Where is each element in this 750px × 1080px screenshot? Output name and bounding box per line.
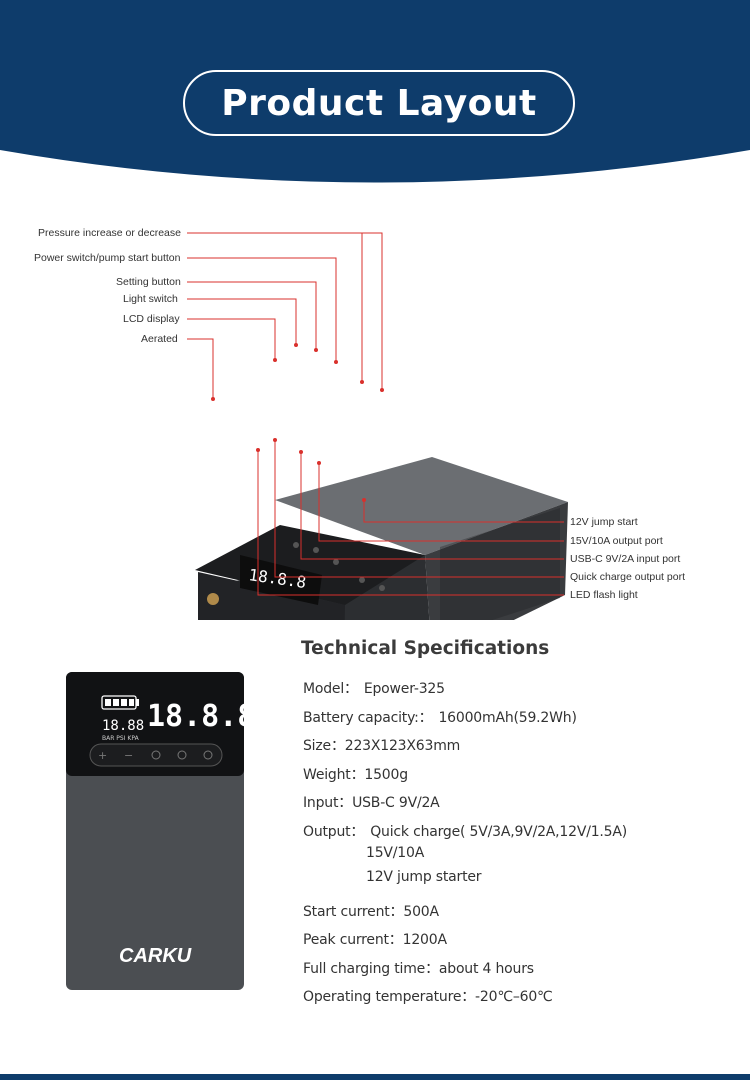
banner-background — [0, 0, 750, 183]
callout-usbc-input: USB-C 9V/2A input port — [570, 553, 681, 565]
callout-setting-button: Setting button — [116, 276, 181, 288]
spec-weight: Weight：1500g — [303, 767, 408, 783]
spec-battery: Battery capacity:：16000mAh(59.2Wh) — [303, 710, 577, 726]
brand-logo: CARKU — [119, 945, 192, 967]
product-diagram: 18.8.8 — [187, 232, 568, 620]
display-small-digits: 18.88 — [102, 718, 144, 734]
callout-12v-jump: 12V jump start — [570, 516, 638, 528]
callout-light-switch: Light switch — [123, 293, 178, 305]
spec-output-line2: 15V/10A — [366, 845, 425, 861]
display-units: BAR PSI KPA — [102, 735, 140, 742]
spec-output-line3: 12V jump starter — [366, 869, 482, 885]
callout-pressure: Pressure increase or decrease — [38, 227, 181, 239]
spec-peak-current: Peak current：1200A — [303, 932, 447, 948]
spec-model: Model：Epower-325 — [303, 681, 445, 697]
callout-aerated: Aerated — [141, 333, 178, 345]
display-main-digits: 18.8.8 — [147, 699, 248, 734]
callout-led-flash: LED flash light — [570, 589, 638, 601]
spec-charging-time: Full charging time：about 4 hours — [303, 961, 534, 977]
callout-lines — [187, 232, 564, 596]
bottom-bar — [0, 1074, 750, 1080]
callout-dots — [211, 343, 384, 502]
callout-quick-charge: Quick charge output port — [570, 571, 685, 583]
spec-title: Technical Specifications — [301, 638, 550, 659]
spec-start-current: Start current：500A — [303, 904, 439, 920]
device-front-view: 18.88 18.8.8 BAR PSI KPA + − CARKU — [66, 672, 248, 990]
header-banner: Product Layout — [0, 0, 750, 200]
callout-power-switch: Power switch/pump start button — [34, 252, 181, 264]
spec-temperature: Operating temperature：-20℃–60℃ — [303, 989, 553, 1005]
device-illustration: 18.8.8 — [195, 457, 568, 620]
power-icon — [151, 750, 161, 760]
setting-icon — [177, 750, 187, 760]
page-title: Product Layout — [183, 70, 575, 136]
callout-15v-output: 15V/10A output port — [570, 535, 663, 547]
spec-input: Input：USB-C 9V/2A — [303, 795, 440, 811]
light-icon — [203, 750, 213, 760]
minus-icon: − — [124, 749, 133, 762]
spec-output: Output：Quick charge( 5V/3A,9V/2A,12V/1.5… — [303, 824, 628, 840]
callout-lcd-display: LCD display — [123, 313, 180, 325]
plus-icon: + — [98, 749, 107, 762]
spec-size: Size：223X123X63mm — [303, 738, 461, 754]
